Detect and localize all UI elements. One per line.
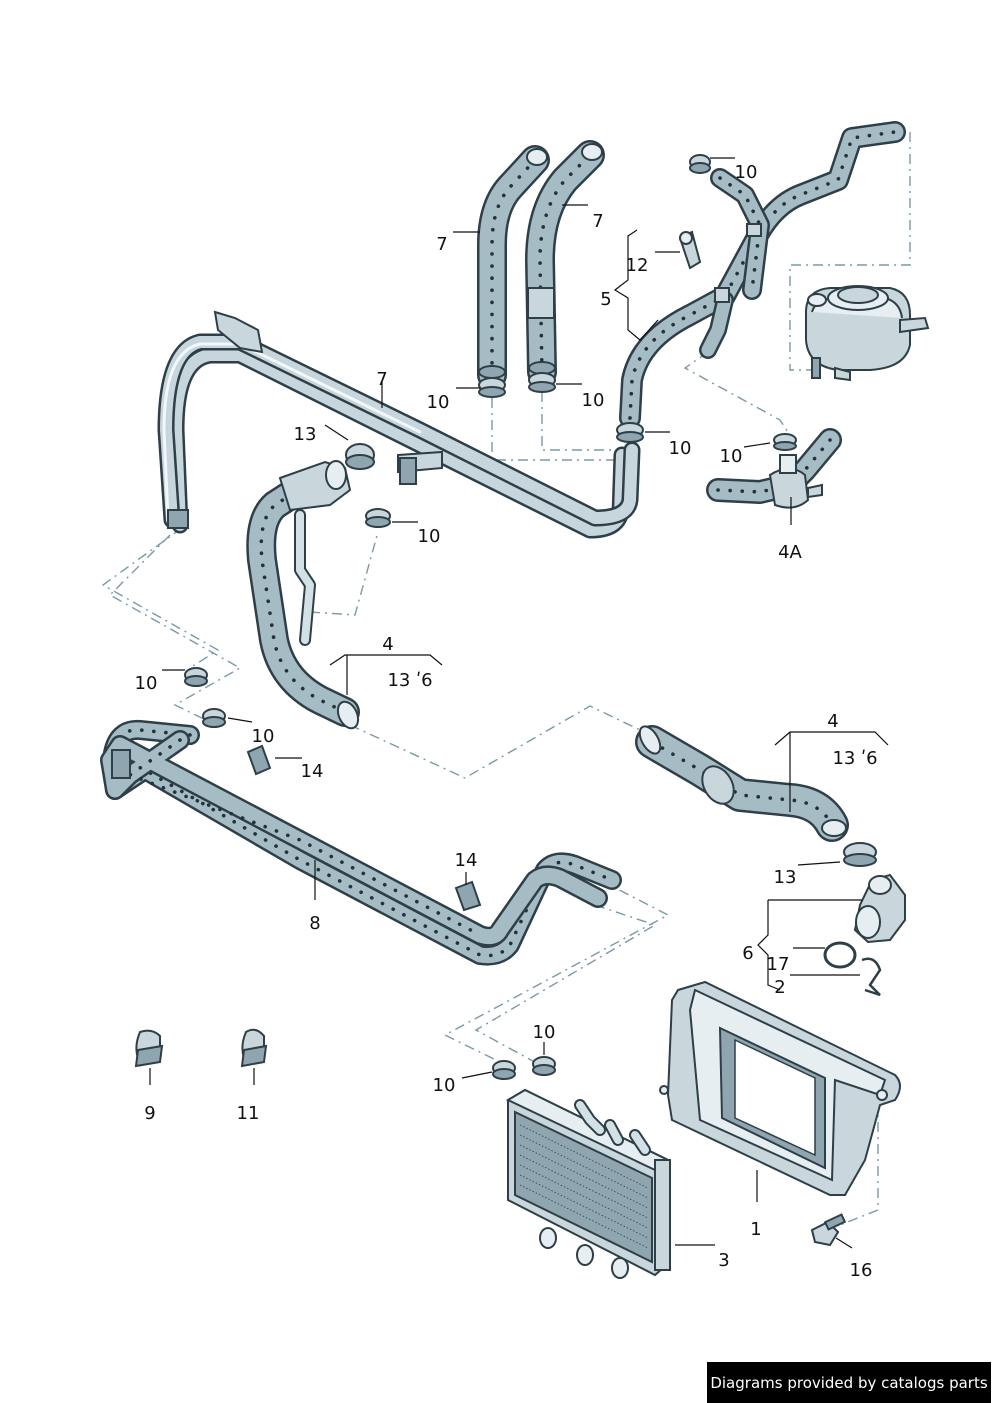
bolt-16[interactable] — [810, 1213, 847, 1247]
clamp-10[interactable] — [184, 667, 208, 687]
watermark-banner: Diagrams provided by catalogs parts — [707, 1362, 991, 1403]
hose-4-left[interactable] — [246, 460, 362, 731]
clamp-13[interactable] — [345, 443, 375, 470]
callout-10: 10 — [418, 526, 441, 547]
callout-7: 7 — [592, 211, 603, 232]
hose-7-right[interactable] — [525, 140, 605, 387]
clamp-11[interactable] — [240, 1028, 268, 1068]
callout-3: 3 — [718, 1250, 729, 1271]
clamp-10[interactable] — [365, 508, 391, 528]
clip-14-lower[interactable] — [454, 880, 482, 912]
callout-6: 6 — [742, 943, 753, 964]
callout-16: 16 — [850, 1260, 873, 1281]
hose-5[interactable] — [619, 121, 906, 429]
hose-4-right[interactable] — [635, 723, 849, 842]
callout-14: 14 — [455, 850, 478, 871]
callout-13: 13 — [774, 867, 797, 888]
callout-7: 7 — [376, 369, 387, 390]
callout-10: 10 — [720, 446, 743, 467]
callout-17: 17 — [767, 954, 790, 975]
clamp-10[interactable] — [528, 372, 556, 393]
callout-13-6: 13 ʹ6 — [832, 748, 877, 769]
callout-10: 10 — [252, 726, 275, 747]
clamp-10[interactable] — [478, 377, 506, 398]
clip-14-upper[interactable] — [246, 744, 272, 776]
callout-5: 5 — [600, 289, 611, 310]
hose-8[interactable] — [100, 719, 622, 966]
clamp-10[interactable] — [773, 433, 797, 451]
connector-6[interactable] — [823, 873, 906, 997]
callout-10: 10 — [669, 438, 692, 459]
callout-10: 10 — [427, 392, 450, 413]
clamp-10[interactable] — [532, 1056, 556, 1076]
callout-9: 9 — [144, 1103, 155, 1124]
callout-4: 4 — [382, 634, 393, 655]
callout-10: 10 — [582, 390, 605, 411]
callout-10: 10 — [433, 1075, 456, 1096]
clamp-13[interactable] — [843, 842, 877, 867]
callout-13-6: 13 ʹ6 — [387, 670, 432, 691]
clamp-10[interactable] — [202, 708, 226, 728]
pipe-assembly-7[interactable] — [157, 310, 641, 539]
callout-1: 1 — [750, 1219, 761, 1240]
callout-10: 10 — [533, 1022, 556, 1043]
callout-14: 14 — [301, 761, 324, 782]
clamp-10[interactable] — [689, 154, 711, 174]
callout-4: 4 — [827, 711, 838, 732]
hose-clamps — [184, 154, 877, 1080]
radiator-3[interactable] — [505, 1088, 672, 1279]
callout-10: 10 — [135, 673, 158, 694]
callout-8: 8 — [309, 913, 320, 934]
clamp-10[interactable] — [492, 1060, 516, 1080]
clamp-9[interactable] — [134, 1029, 164, 1068]
shroud-1[interactable] — [659, 980, 901, 1196]
leader-lines — [149, 157, 889, 1249]
callout-labels: 7 7 7 10 12 5 10 10 13 10 10 10 4A 4 13 … — [135, 162, 878, 1281]
expansion-tank[interactable] — [805, 285, 930, 382]
clip-12[interactable] — [678, 230, 702, 270]
callout-2: 2 — [774, 977, 785, 998]
callout-10: 10 — [735, 162, 758, 183]
callout-13: 13 — [294, 424, 317, 445]
callout-7: 7 — [436, 234, 447, 255]
clamp-10[interactable] — [616, 422, 644, 443]
elbow-4a[interactable] — [706, 428, 842, 509]
callout-4a: 4A — [778, 542, 802, 563]
callout-12: 12 — [626, 255, 649, 276]
callout-11: 11 — [237, 1103, 260, 1124]
